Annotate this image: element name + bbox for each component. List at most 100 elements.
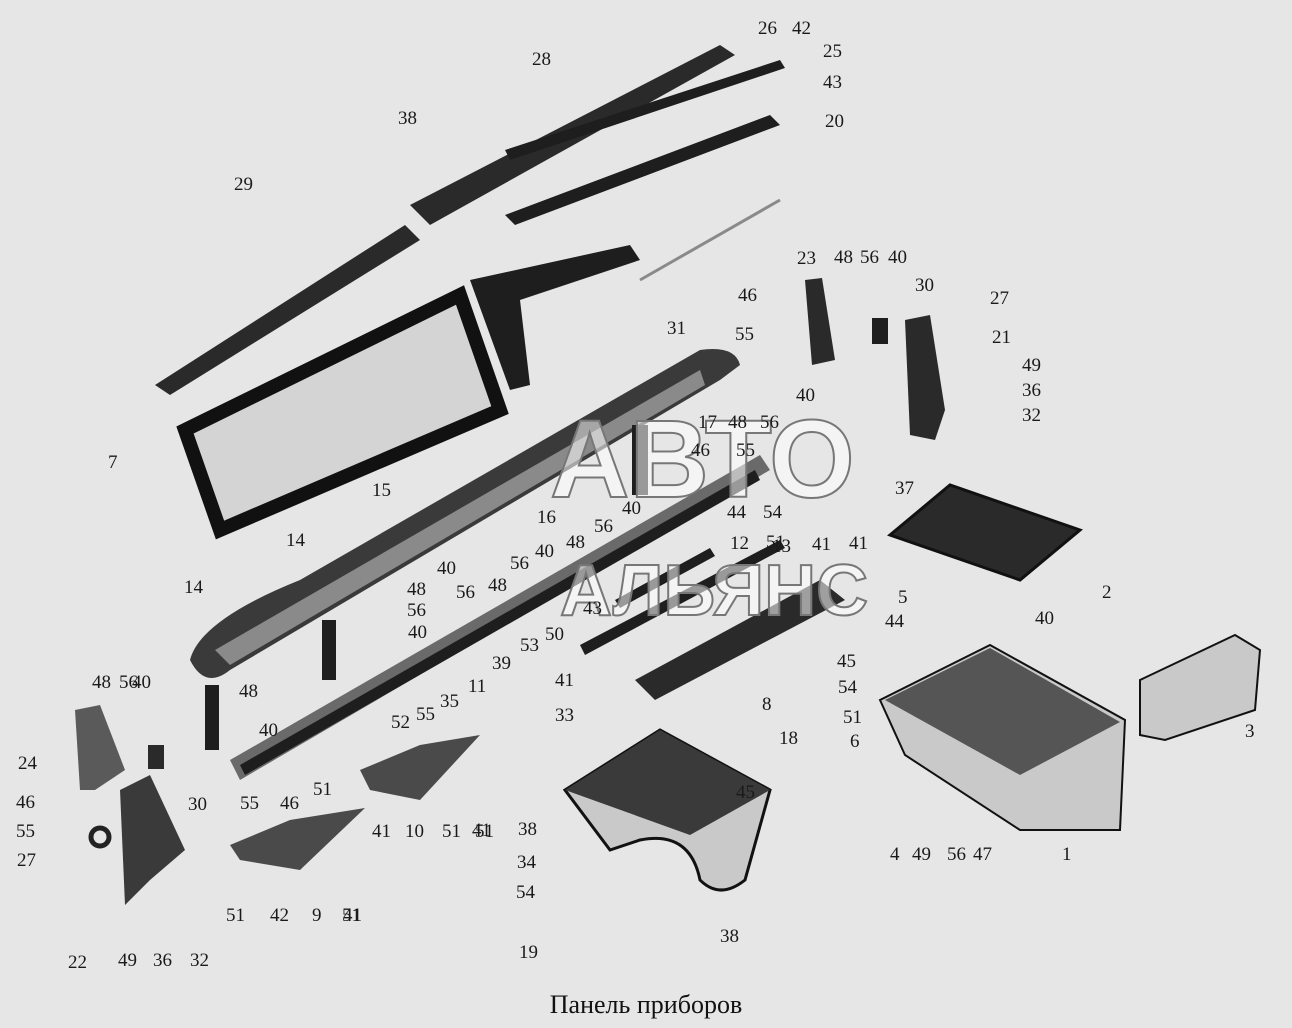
callout-55: 55 bbox=[416, 704, 435, 725]
callout-13: 13 bbox=[772, 536, 791, 557]
callout-46: 46 bbox=[691, 440, 710, 461]
callout-42: 42 bbox=[792, 18, 811, 39]
callout-46: 46 bbox=[738, 285, 757, 306]
part-bracket-23 bbox=[805, 278, 835, 365]
callout-55: 55 bbox=[736, 440, 755, 461]
callout-38: 38 bbox=[518, 819, 537, 840]
callout-56: 56 bbox=[510, 553, 529, 574]
callout-12: 12 bbox=[730, 533, 749, 554]
part-clip-30 bbox=[872, 318, 888, 344]
callout-11: 11 bbox=[468, 676, 487, 697]
callout-40: 40 bbox=[437, 558, 456, 579]
callout-32: 32 bbox=[190, 950, 209, 971]
callout-31: 31 bbox=[667, 318, 686, 339]
diagram-caption: Панель приборов bbox=[549, 990, 743, 1019]
watermark-line2: АЛЬЯНС bbox=[559, 551, 869, 631]
callout-44: 44 bbox=[727, 502, 746, 523]
callout-43: 43 bbox=[583, 598, 602, 619]
callout-35: 35 bbox=[440, 691, 459, 712]
part-leg-left bbox=[205, 685, 219, 750]
callout-40: 40 bbox=[622, 498, 641, 519]
part-leg-right bbox=[632, 425, 648, 495]
callout-3: 3 bbox=[1245, 721, 1255, 742]
callout-41: 41 bbox=[812, 534, 831, 555]
callout-40: 40 bbox=[888, 247, 907, 268]
callout-51: 51 bbox=[843, 707, 862, 728]
callout-55: 55 bbox=[735, 324, 754, 345]
part-bracket-24 bbox=[75, 705, 125, 790]
callout-51: 51 bbox=[442, 821, 461, 842]
callout-36: 36 bbox=[1022, 380, 1041, 401]
callout-21: 21 bbox=[992, 327, 1011, 348]
callout-45: 45 bbox=[736, 782, 755, 803]
callout-25: 25 bbox=[823, 41, 842, 62]
part-bracket-21 bbox=[905, 315, 945, 440]
callout-39: 39 bbox=[492, 653, 511, 674]
callout-48: 48 bbox=[488, 575, 507, 596]
callout-48: 48 bbox=[566, 532, 585, 553]
callout-45: 45 bbox=[837, 651, 856, 672]
callout-5: 5 bbox=[898, 587, 908, 608]
callout-54: 54 bbox=[763, 502, 782, 523]
callout-30: 30 bbox=[188, 794, 207, 815]
part-panel-8 bbox=[635, 580, 845, 700]
callout-44: 44 bbox=[885, 611, 904, 632]
callout-27: 27 bbox=[17, 850, 36, 871]
callout-7: 7 bbox=[108, 452, 118, 473]
callout-48: 48 bbox=[834, 247, 853, 268]
watermark-line1: АВТО bbox=[549, 398, 856, 521]
callout-41: 41 bbox=[343, 905, 362, 926]
callout-26: 26 bbox=[758, 18, 777, 39]
part-clip-30-left bbox=[148, 745, 164, 769]
callout-50: 50 bbox=[545, 624, 564, 645]
callout-9: 9 bbox=[312, 905, 322, 926]
callout-56: 56 bbox=[760, 412, 779, 433]
callout-22: 22 bbox=[68, 952, 87, 973]
part-bracket-22 bbox=[120, 775, 185, 905]
callout-51: 51 bbox=[313, 779, 332, 800]
part-bracket-10 bbox=[360, 735, 480, 800]
callout-37: 37 bbox=[895, 478, 914, 499]
callout-43: 43 bbox=[823, 72, 842, 93]
part-strip-20 bbox=[505, 115, 780, 225]
part-defroster-left bbox=[155, 225, 420, 395]
callout-36: 36 bbox=[153, 950, 172, 971]
part-bracket-9 bbox=[230, 808, 365, 870]
callout-49: 49 bbox=[912, 844, 931, 865]
part-ring-27 bbox=[88, 825, 112, 849]
callout-41: 41 bbox=[372, 821, 391, 842]
callout-41: 41 bbox=[849, 533, 868, 554]
callout-40: 40 bbox=[408, 622, 427, 643]
callout-56: 56 bbox=[947, 844, 966, 865]
callout-47: 47 bbox=[973, 844, 992, 865]
callout-30: 30 bbox=[915, 275, 934, 296]
callout-53: 53 bbox=[520, 635, 539, 656]
callout-18: 18 bbox=[779, 728, 798, 749]
callout-38: 38 bbox=[720, 926, 739, 947]
part-cover-7 bbox=[176, 285, 509, 540]
callout-40: 40 bbox=[1035, 608, 1054, 629]
callout-16: 16 bbox=[537, 507, 556, 528]
callout-14: 14 bbox=[286, 530, 305, 551]
callout-23: 23 bbox=[797, 248, 816, 269]
callout-24: 24 bbox=[18, 753, 37, 774]
callout-46: 46 bbox=[280, 793, 299, 814]
callout-56: 56 bbox=[407, 600, 426, 621]
part-strip-25 bbox=[505, 60, 785, 160]
callout-54: 54 bbox=[516, 882, 535, 903]
callout-49: 49 bbox=[118, 950, 137, 971]
callout-32: 32 bbox=[1022, 405, 1041, 426]
callout-46: 46 bbox=[16, 792, 35, 813]
callout-51: 51 bbox=[226, 905, 245, 926]
callout-34: 34 bbox=[517, 852, 536, 873]
callout-51: 51 bbox=[342, 905, 361, 926]
callout-56: 56 bbox=[119, 672, 138, 693]
callout-52: 52 bbox=[391, 712, 410, 733]
callout-56: 56 bbox=[456, 582, 475, 603]
part-strip-12 bbox=[615, 548, 715, 608]
callout-2: 2 bbox=[1102, 582, 1112, 603]
part-leg-mid bbox=[322, 620, 336, 680]
callout-51: 51 bbox=[475, 821, 494, 842]
